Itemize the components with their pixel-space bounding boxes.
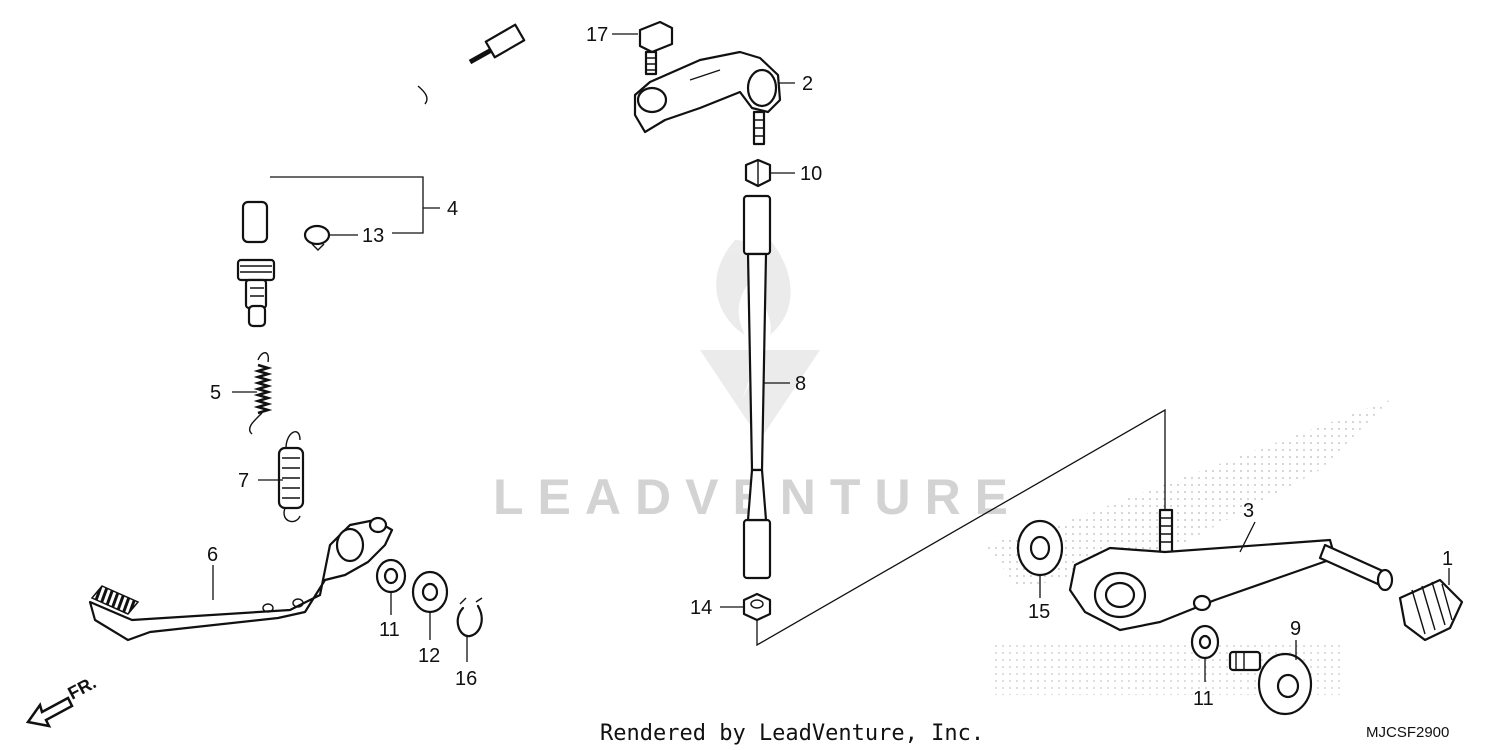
part-6-brake-pedal (88, 516, 394, 642)
part-10-nut (744, 158, 772, 188)
part-17-bolt (638, 20, 674, 76)
callout-17: 17 (586, 24, 608, 46)
diagram-code: MJCSF2900 (1366, 724, 1449, 741)
part-2-shift-arm (633, 50, 782, 146)
part-14-nut (742, 592, 772, 622)
part-16-circlip (456, 597, 483, 638)
callout-9: 9 (1290, 618, 1301, 640)
callout-14: 14 (690, 597, 712, 619)
callout-12: 12 (418, 645, 440, 667)
callout-11-left: 11 (379, 619, 400, 641)
callout-3: 3 (1243, 500, 1254, 522)
callout-1: 1 (1442, 548, 1453, 570)
part-7-return-spring (277, 431, 305, 523)
part-11-washer-right (1190, 624, 1220, 660)
callout-4: 4 (447, 198, 458, 220)
callout-5: 5 (210, 382, 221, 404)
watermark-group: LEADVENTURE (493, 240, 1390, 695)
part-1-pedal-rubber (1398, 578, 1464, 642)
part-4-switch-assembly (236, 23, 526, 328)
callout-2: 2 (802, 73, 813, 95)
front-arrow-icon (25, 696, 74, 728)
callout-15: 15 (1028, 601, 1050, 623)
part-11-washer-left (375, 558, 407, 594)
callout-labels: 1 2 3 4 5 6 7 8 9 10 11 11 12 13 14 15 1… (207, 24, 1453, 710)
leader-lines (212, 33, 1450, 682)
callout-6: 6 (207, 544, 218, 566)
part-8-shift-rod (742, 194, 772, 580)
callout-11-right: 11 (1193, 688, 1214, 710)
callout-16: 16 (455, 668, 477, 690)
callout-7: 7 (238, 470, 249, 492)
part-13-clip (303, 224, 331, 251)
callout-10: 10 (800, 163, 822, 185)
callout-13: 13 (362, 225, 384, 247)
part-5-small-spring (248, 352, 273, 435)
part-9-pivot-bolt (1228, 650, 1313, 716)
render-credit: Rendered by LeadVenture, Inc. (600, 721, 984, 746)
front-direction-indicator: FR. (25, 672, 99, 728)
dotted-wing-logo-watermark (985, 400, 1390, 590)
part-3-shift-lever (1068, 508, 1394, 632)
part-12-washer (411, 570, 449, 614)
part-15-washer (1016, 519, 1064, 577)
callout-8: 8 (795, 373, 806, 395)
